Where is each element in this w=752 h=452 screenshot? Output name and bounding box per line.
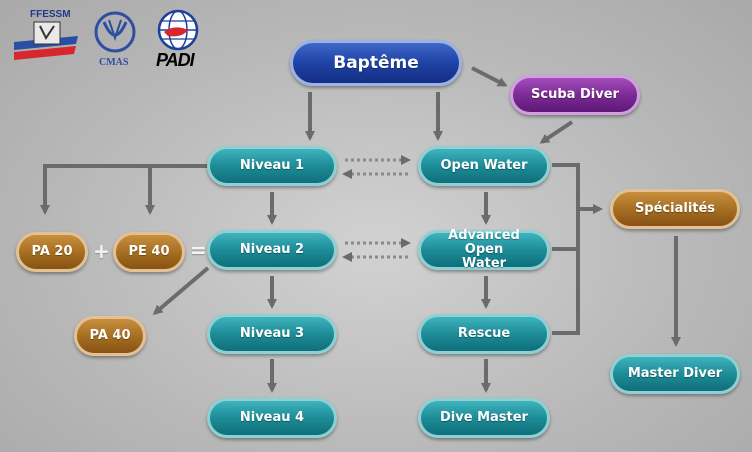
ffessm-logo-text: FFESSM [30, 9, 71, 20]
node-dive-master: Dive Master [418, 398, 550, 438]
node-pa20: PA 20 [16, 232, 88, 272]
node-open-water: Open Water [418, 146, 550, 186]
padi-logo-text: PADI [156, 50, 195, 70]
cmas-emblem-icon [94, 11, 136, 53]
node-niveau-1: Niveau 1 [207, 146, 337, 186]
node-bapteme: Baptême [290, 40, 462, 86]
equals-operator: = [190, 238, 207, 262]
node-master-diver: Master Diver [610, 354, 740, 394]
padi-globe-icon [157, 9, 199, 51]
node-pe40: PE 40 [113, 232, 185, 272]
arrow-niveau2-pa40 [152, 266, 210, 315]
node-pa40: PA 40 [74, 316, 146, 356]
ffessm-logo: FFESSM [10, 8, 82, 66]
node-niveau-3: Niveau 3 [207, 314, 337, 354]
cmas-logo: CMAS [92, 8, 138, 70]
branch-niveau1-left [40, 164, 208, 215]
ffessm-emblem-icon [14, 21, 78, 60]
node-advanced-open-water: Advanced Open Water [418, 229, 550, 271]
node-rescue: Rescue [418, 314, 550, 354]
plus-operator: + [93, 239, 110, 263]
node-niveau-2: Niveau 2 [207, 230, 337, 270]
padi-logo: PADI [154, 8, 202, 70]
node-scuba-diver: Scuba Diver [510, 75, 640, 115]
arrow-bapteme-scuba-diver [471, 66, 508, 87]
node-niveau-4: Niveau 4 [207, 398, 337, 438]
cmas-logo-text: CMAS [99, 57, 129, 68]
arrow-scuba-diver-open-water [539, 120, 574, 144]
node-specialites: Spécialités [610, 189, 740, 229]
